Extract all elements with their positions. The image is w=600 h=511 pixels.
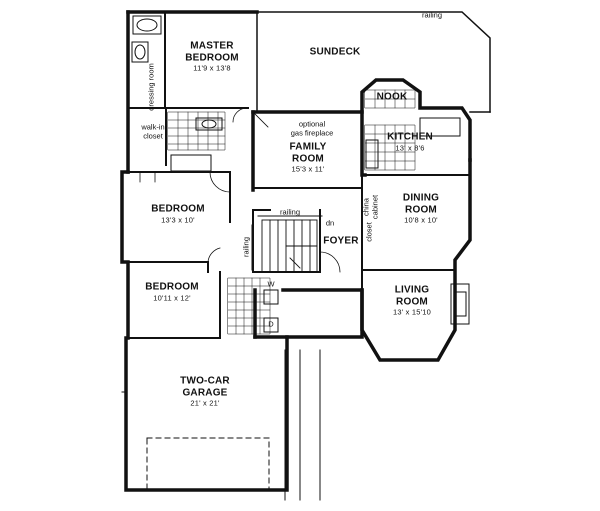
walk-in-closet-note: walk-in closet <box>141 122 165 140</box>
staircase <box>261 219 318 273</box>
dryer-label: D <box>268 319 274 329</box>
dining-room-size: 10'8 x 10' <box>404 215 438 225</box>
closet-note: closet <box>364 222 374 242</box>
garage-size: 21' x 21' <box>190 398 220 408</box>
door-swings <box>139 107 341 273</box>
bedroom-2-size: 10'11 x 12' <box>153 292 191 302</box>
bedroom-1-size: 13'3 x 10' <box>161 214 195 224</box>
washer-label: W <box>267 279 275 289</box>
railing-note-top: railing <box>421 10 443 20</box>
entry-walk <box>284 349 321 501</box>
bedroom-1-label: BEDROOM 13'3 x 10' <box>151 203 205 224</box>
living-room-size: 13' x 15'10 <box>392 307 432 317</box>
family-room-label: FAMILY ROOM 15'3 x 11' <box>289 141 327 174</box>
railing-note-stair: railing <box>279 207 301 217</box>
living-room-label: LIVING ROOM 13' x 15'10 <box>392 284 432 317</box>
dressing-room-note: dressing room <box>146 63 156 111</box>
railings <box>251 215 323 271</box>
exterior-walls <box>120 10 472 492</box>
fireplace-note: optional gas fireplace <box>290 119 334 137</box>
china-cabinet-note: china cabinet <box>361 194 379 220</box>
nook-label: NOOK <box>376 91 408 103</box>
foyer-label: FOYER <box>323 235 359 247</box>
family-room-size: 15'3 x 11' <box>291 164 325 174</box>
sundeck-outline <box>256 11 491 113</box>
bath-tiles <box>167 89 416 335</box>
fixtures <box>121 15 470 491</box>
stair-down-note: dn <box>325 218 335 228</box>
garage-label: TWO-CAR GARAGE 21' x 21' <box>180 375 230 408</box>
railing-note-side: railing <box>241 236 251 258</box>
sundeck-label: SUNDECK <box>309 46 361 58</box>
dining-room-label: DINING ROOM 10'8 x 10' <box>402 192 440 225</box>
kitchen-size: 13' x 8'6 <box>395 142 425 152</box>
kitchen-label: KITCHEN 13' x 8'6 <box>387 131 433 152</box>
master-bedroom-size: 11'9 x 13'8 <box>193 63 231 73</box>
bedroom-2-label: BEDROOM 10'11 x 12' <box>145 281 199 302</box>
master-bedroom-label: MASTER BEDROOM 11'9 x 13'8 <box>185 40 239 73</box>
